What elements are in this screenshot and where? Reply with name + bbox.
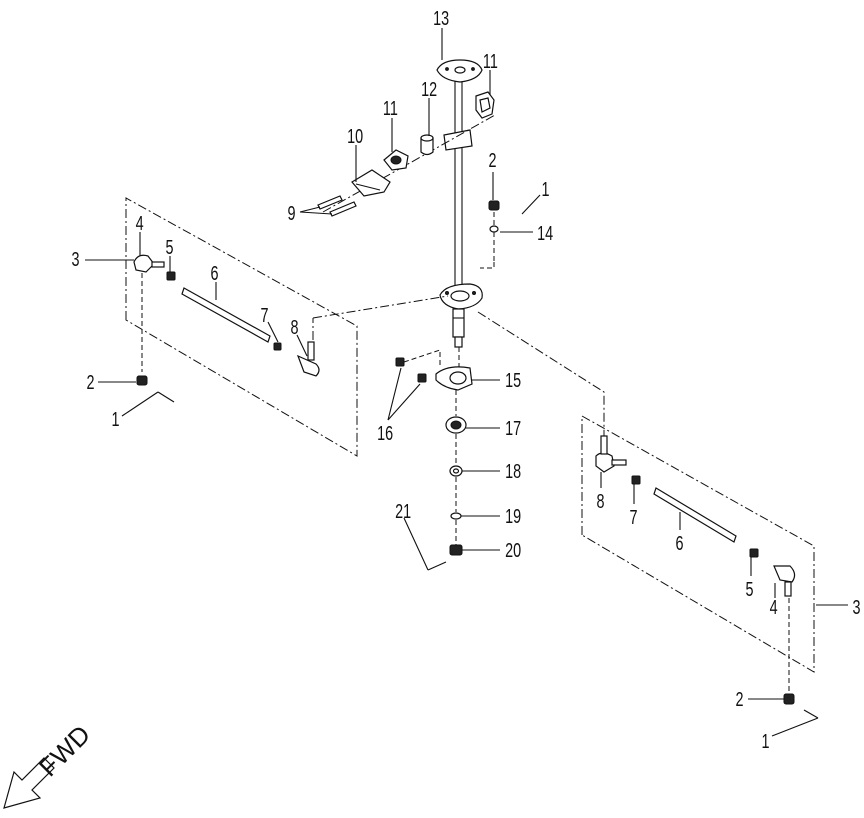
callout-16: 16 — [377, 422, 393, 445]
leader-lines — [85, 28, 848, 737]
callout-15: 15 — [505, 369, 521, 392]
callout-21: 21 — [395, 500, 411, 523]
callout-2-top: 2 — [489, 149, 497, 172]
callout-5-right: 5 — [746, 578, 754, 601]
callout-6-left: 6 — [211, 262, 219, 285]
callout-4-left: 4 — [136, 212, 144, 235]
fwd-arrow: FWD — [3, 719, 96, 809]
callout-1-left: 1 — [112, 408, 120, 431]
callout-7-left: 7 — [261, 304, 269, 327]
top-right-fasteners — [480, 200, 500, 269]
callout-3-left: 3 — [72, 248, 80, 271]
callout-9: 9 — [288, 202, 296, 225]
callout-20: 20 — [505, 539, 521, 562]
callout-11-left: 11 — [383, 97, 398, 120]
callout-2-left: 2 — [87, 371, 95, 394]
callout-6-right: 6 — [676, 532, 684, 555]
lower-pitman-group — [395, 349, 473, 571]
callout-17: 17 — [505, 417, 521, 440]
callout-8-right: 8 — [597, 490, 605, 513]
callout-11-top-right: 11 — [483, 50, 498, 73]
callout-4-right: 4 — [770, 596, 778, 619]
callout-2-right: 2 — [736, 688, 744, 711]
callout-19: 19 — [505, 505, 521, 528]
callout-12: 12 — [421, 78, 437, 101]
callout-8-left: 8 — [291, 316, 299, 339]
callout-3-right: 3 — [853, 596, 861, 619]
upper-mount-group — [317, 91, 496, 217]
steering-shaft — [436, 59, 483, 372]
callout-13: 13 — [433, 7, 449, 30]
right-tie-rod-assembly — [581, 415, 819, 719]
callout-10: 10 — [347, 125, 363, 148]
callout-18: 18 — [505, 460, 521, 483]
left-tie-rod-assembly — [125, 197, 449, 457]
callout-1-right: 1 — [762, 730, 770, 753]
callout-1-top: 1 — [542, 178, 550, 201]
callout-5-left: 5 — [166, 236, 174, 259]
callout-7-right: 7 — [630, 506, 638, 529]
callout-labels: 13 11 12 11 10 9 2 1 14 4 5 3 6 7 8 2 1 … — [72, 7, 861, 753]
callout-14: 14 — [537, 222, 553, 245]
